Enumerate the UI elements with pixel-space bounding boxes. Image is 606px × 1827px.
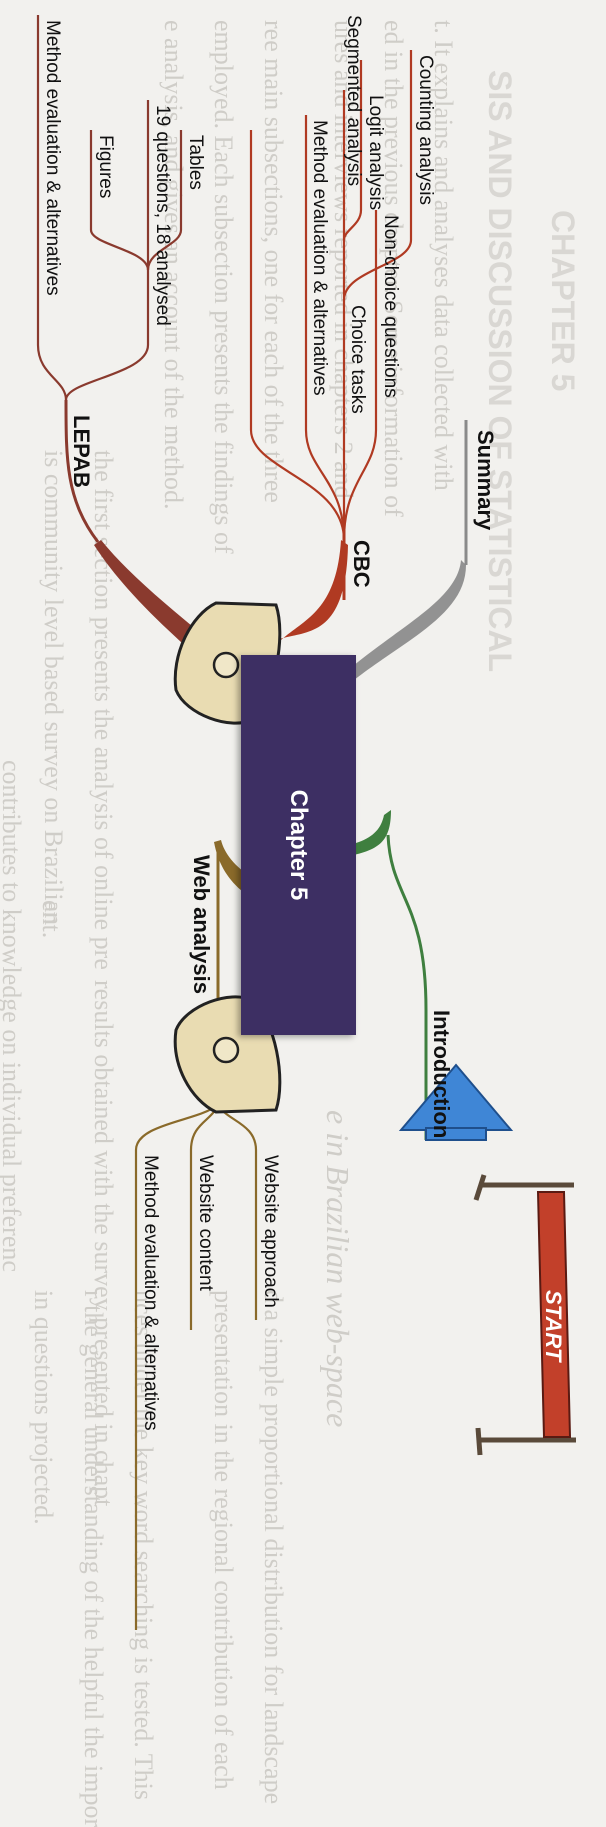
arrow-icon	[398, 1063, 514, 1141]
lepab-label: LEPAB	[69, 415, 94, 488]
mind-map-page: CHAPTER 5 SIS AND DISCUSSION OF STATISTI…	[0, 15, 581, 1827]
lepab-figures-label: Figures	[95, 135, 116, 199]
central-topic-label: Chapter 5	[285, 789, 313, 901]
cbc-segmented-label: Segmented analysis	[343, 15, 364, 187]
web-analysis-label: Web analysis	[189, 855, 214, 994]
web-method-eval-label: Method evaluation & alternatives	[140, 1155, 161, 1431]
lepab-method-eval-label: Method evaluation & alternatives	[42, 20, 63, 296]
cbc-non-choice-label: Non-choice questions	[380, 215, 401, 398]
web-approach-label: Website approach	[260, 1155, 281, 1308]
cbc-choice-tasks-label: Choice tasks	[347, 305, 368, 414]
introduction-line	[386, 834, 428, 1140]
lepab-tables-label: Tables	[185, 135, 206, 190]
cbc-label: CBC	[349, 540, 374, 588]
introduction-label: Introduction	[429, 1010, 454, 1139]
cbc-method-eval-label: Method evaluation & alternatives	[309, 120, 330, 396]
central-topic-card: Chapter 5	[241, 655, 356, 1035]
cbc-branch	[271, 540, 348, 650]
cbc-logit-label: Logit analysis	[365, 95, 386, 211]
summary-branch	[276, 560, 466, 760]
web-content-label: Website content	[195, 1155, 216, 1291]
lepab-questions-label: 19 questions, 18 analysed	[152, 105, 173, 326]
start-sign-icon	[473, 1174, 576, 1456]
cbc-counting-label: Counting analysis	[415, 55, 436, 205]
lepab-line	[64, 399, 100, 543]
summary-label: Summary	[473, 430, 498, 531]
cbc-subtree	[249, 50, 413, 541]
lepab-subtree	[36, 15, 183, 401]
rotated-diagram-layer: CHAPTER 5 SIS AND DISCUSSION OF STATISTI…	[0, 15, 581, 1827]
start-sign-label: START	[541, 1290, 566, 1363]
